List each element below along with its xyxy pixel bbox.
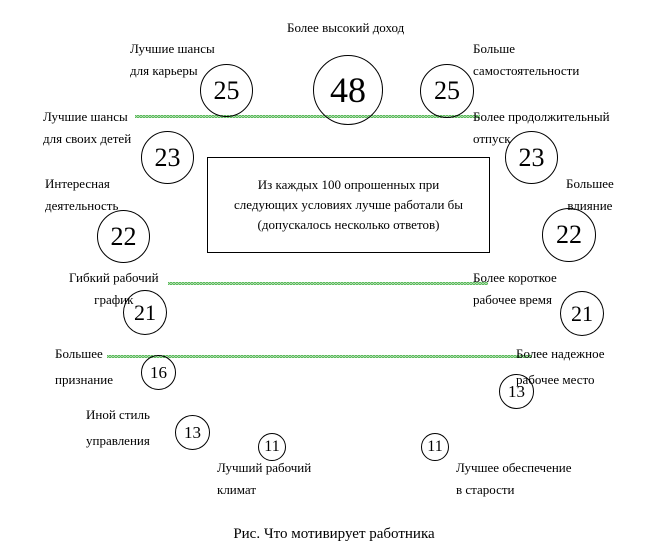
value-circle: 13 [499,374,534,409]
label-shorter-hours: Более короткое рабочее время [473,270,557,307]
value-circle: 22 [542,208,596,262]
value-circle: 25 [200,64,253,117]
value-circle: 25 [420,64,474,118]
value-circle: 11 [421,433,449,461]
label-career: Лучшие шансы для карьеры [130,41,215,78]
survey-description-box: Из каждых 100 опрошенных при следующих у… [207,157,490,253]
value-circle: 48 [313,55,383,125]
spellcheck-underline [135,115,480,118]
label-higher-income: Более высокий доход [287,20,405,35]
label-job-security: Более надежное рабочее место [516,346,605,387]
value-circle: 11 [258,433,286,461]
spellcheck-underline [168,282,488,285]
value-circle: 13 [175,415,210,450]
spellcheck-underline [107,355,532,358]
value-circle: 21 [123,290,167,335]
value-circle: 23 [505,131,558,184]
label-recognition: Большее признание [55,346,113,387]
label-children: Лучшие шансы для своих детей [43,109,132,146]
value-circle: 21 [560,291,604,336]
value-circle: 23 [141,131,194,184]
value-circle: 16 [141,355,176,390]
figure-caption: Рис. Что мотивирует работника [233,526,435,542]
label-independence: Больше самостоятельности [473,41,580,78]
label-old-age-security: Лучшее обеспечение в старости [456,460,572,497]
label-work-climate: Лучший рабочий климат [217,460,312,497]
label-management-style: Иной стиль управления [86,407,150,448]
label-interesting-work: Интересная деятельность [45,176,119,213]
value-circle: 22 [97,210,150,263]
label-vacation: Более продолжительный отпуск [473,109,610,146]
